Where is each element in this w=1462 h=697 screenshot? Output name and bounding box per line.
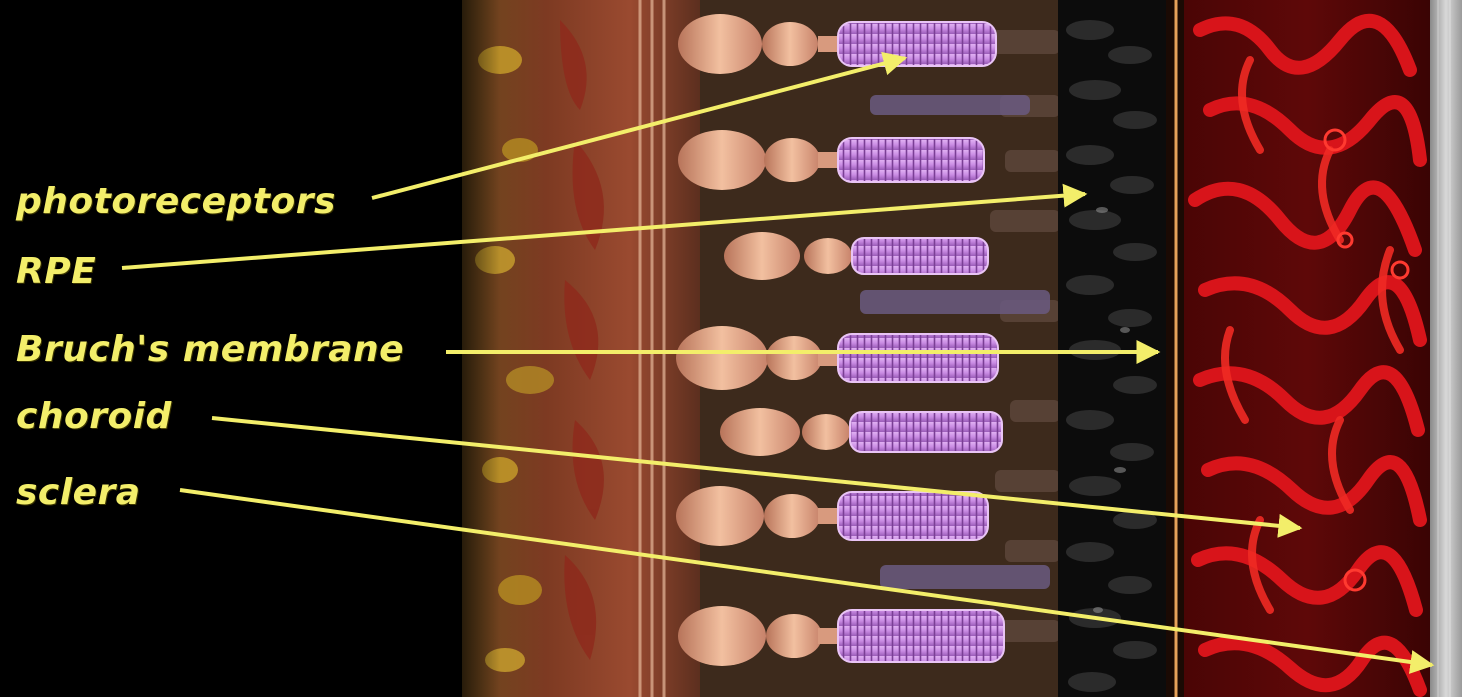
label-photoreceptors: photoreceptors [16,182,336,222]
label-choroid: choroid [16,397,172,437]
label-rpe: RPE [16,252,96,292]
label-bruchs-membrane: Bruch's membrane [16,330,404,370]
label-sclera: sclera [16,473,141,513]
